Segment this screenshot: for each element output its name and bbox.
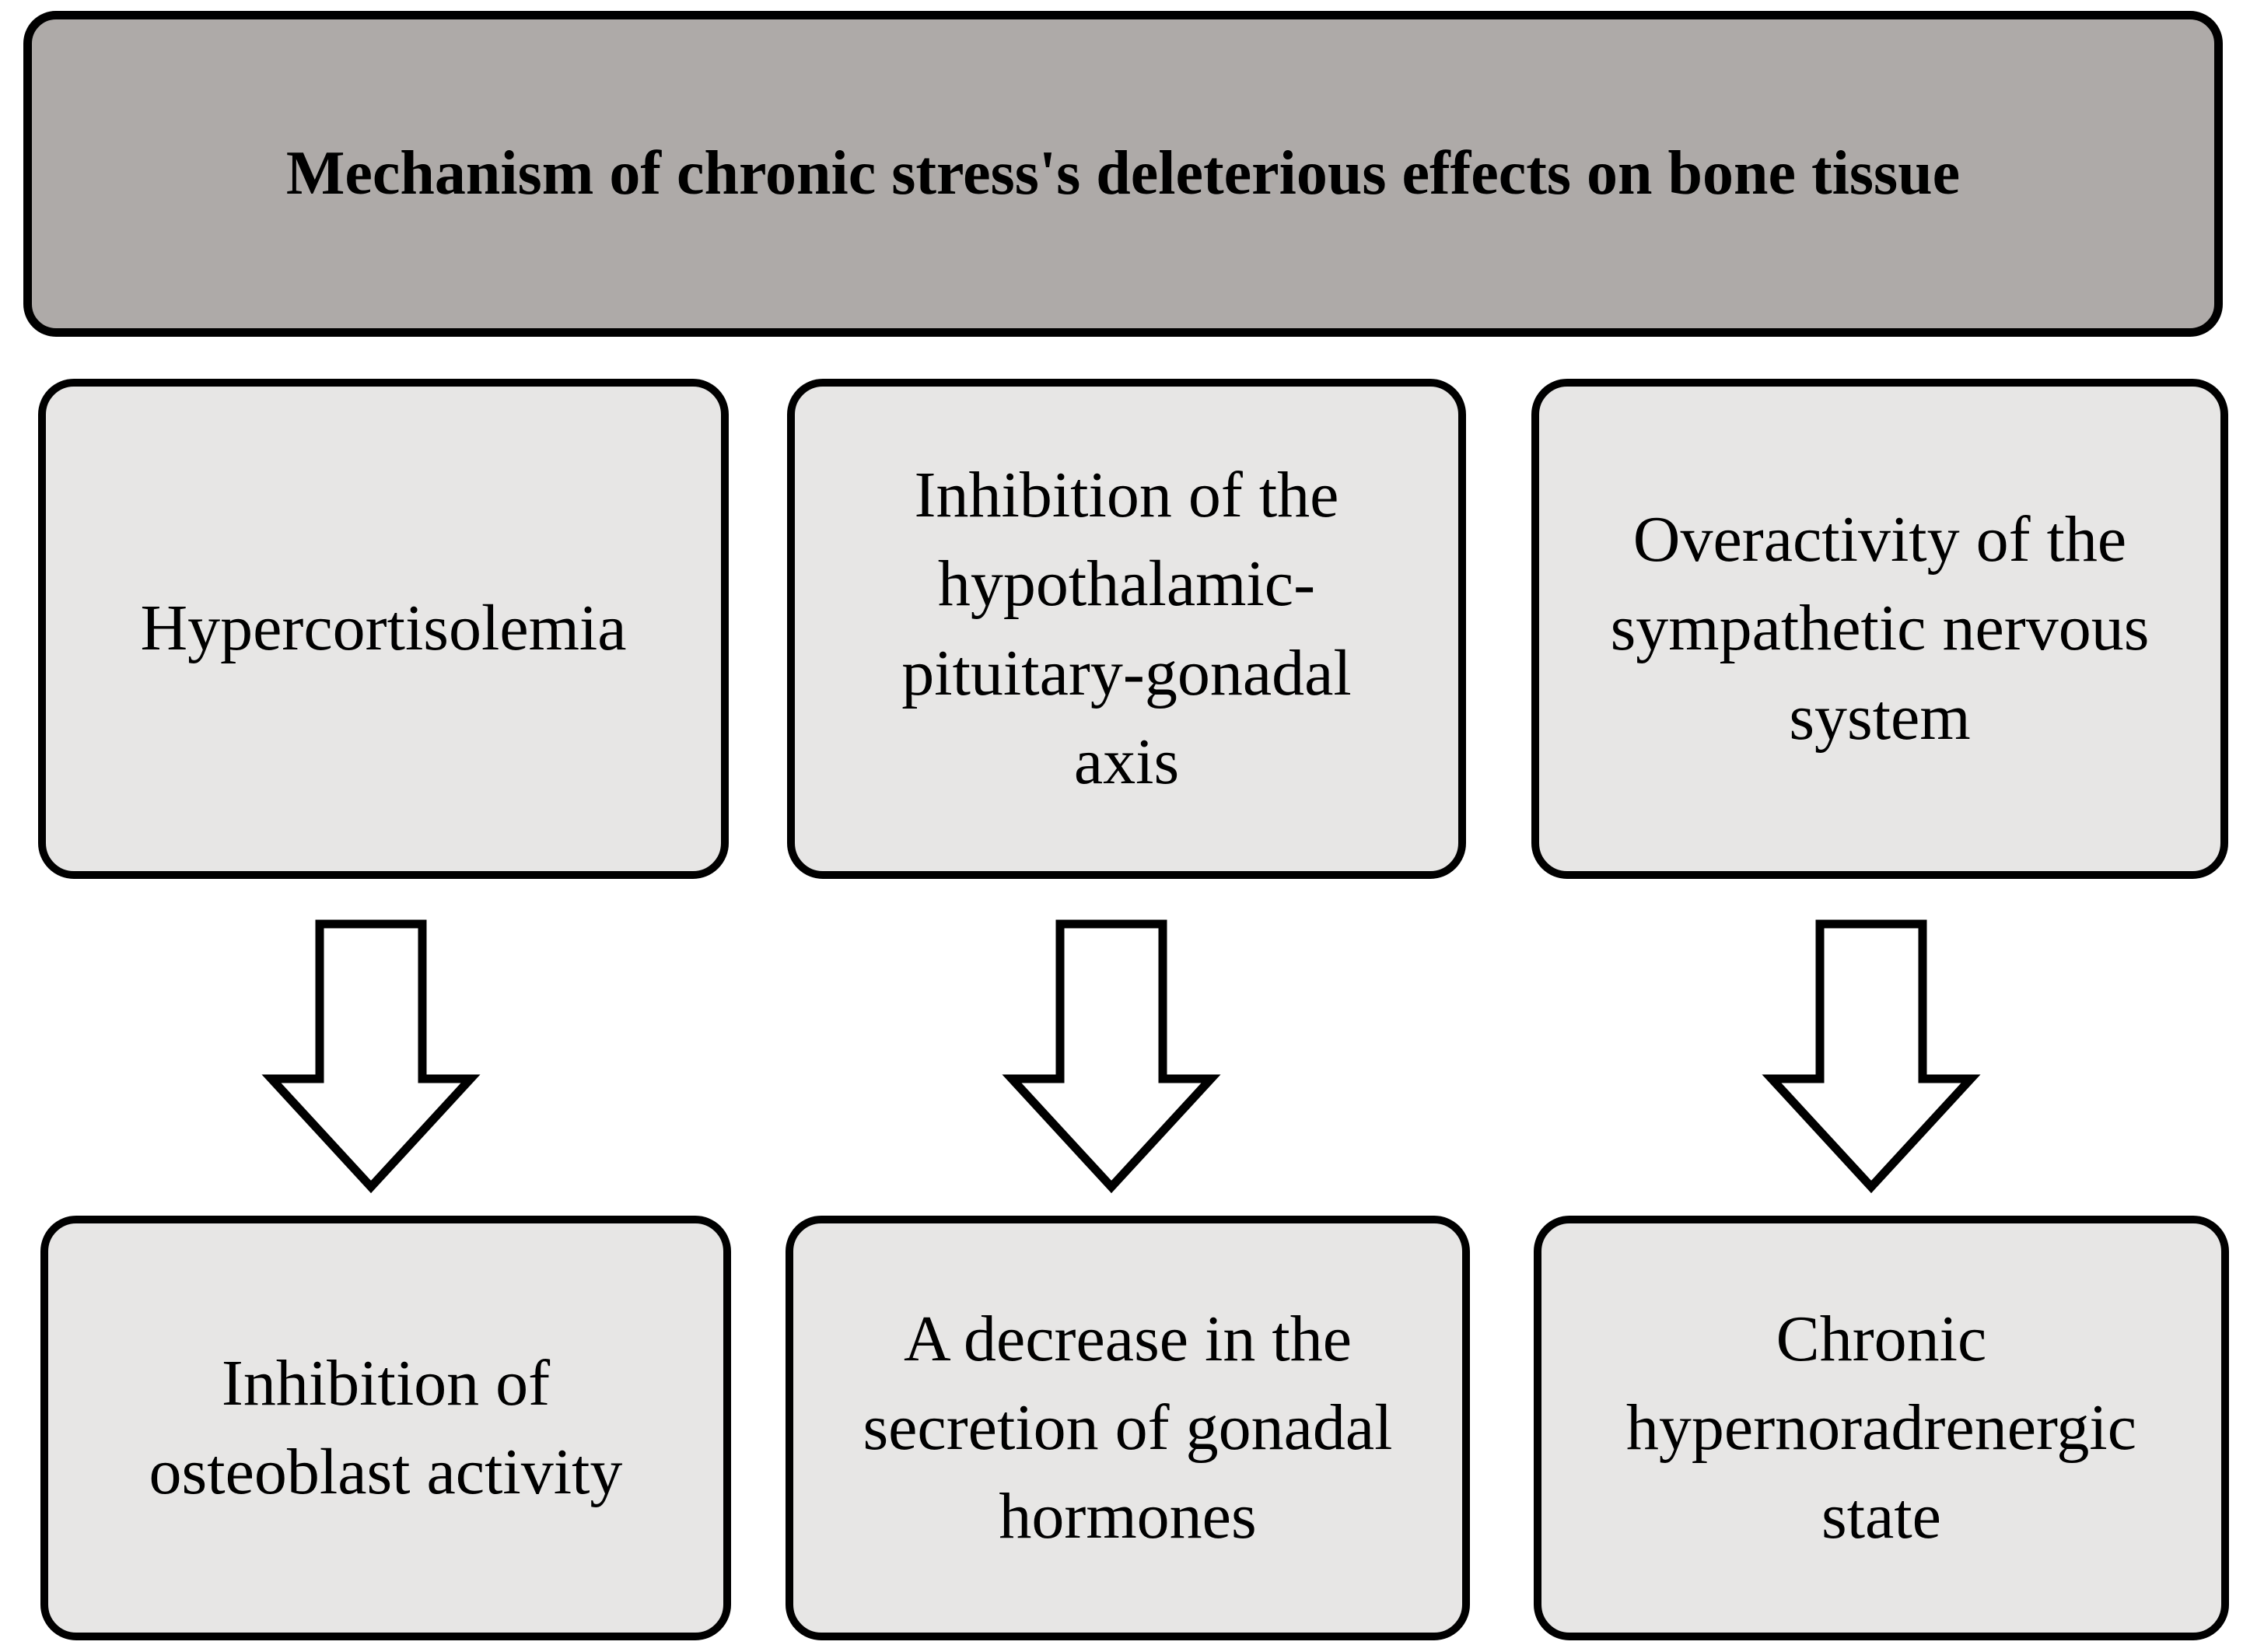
effect-box-hypernoradrenergic-state: Chronic hypernoradrenergic state [1534, 1216, 2229, 1640]
cause-box-sympathetic-overactivity: Overactivity of the sympathetic nervous … [1531, 379, 2228, 879]
cause-box-hpg-axis-inhibition: Inhibition of the hypothalamic- pituitar… [787, 379, 1466, 879]
down-arrow-icon [261, 919, 481, 1194]
effect-box-gonadal-hormone-decrease: A decrease in the secretion of gonadal h… [786, 1216, 1470, 1640]
down-arrow-icon [1002, 919, 1221, 1194]
effect-box-osteoblast-inhibition: Inhibition of osteoblast activity [40, 1216, 731, 1640]
header-box: Mechanism of chronic stress's deleteriou… [23, 11, 2223, 337]
down-arrow-icon [1762, 919, 1981, 1194]
diagram-title: Mechanism of chronic stress's deleteriou… [285, 139, 1961, 208]
cause-box-hypercortisolemia: Hypercortisolemia [38, 379, 729, 879]
